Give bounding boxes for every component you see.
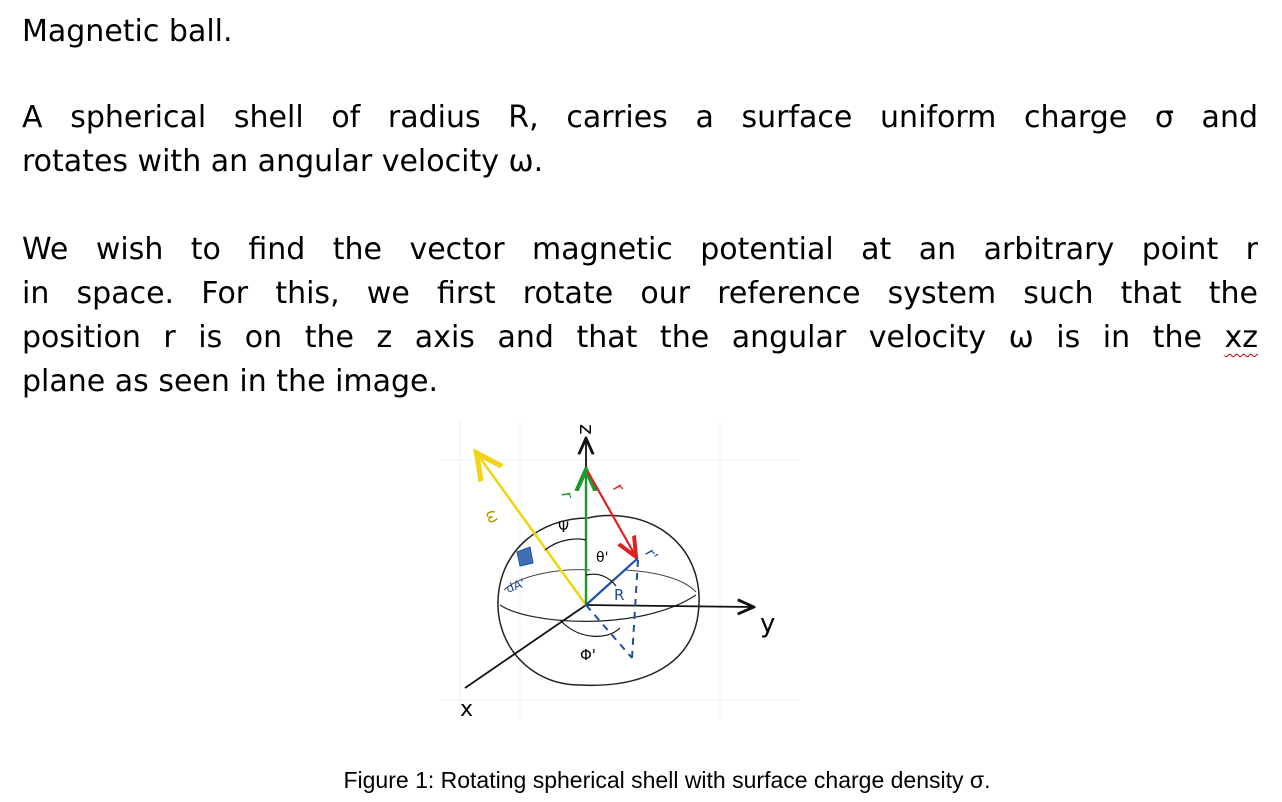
r-prime-base [585, 604, 633, 659]
paragraph-method: We wish to find the vector magnetic pote… [22, 228, 1262, 404]
r-prime-projection [631, 559, 639, 659]
figure-caption: Figure 1: Rotating spherical shell with … [0, 764, 1282, 796]
paragraph-line: We wish to find the vector magnetic pote… [22, 232, 1258, 267]
y-axis [585, 605, 752, 607]
sphere-outline [497, 514, 700, 687]
paragraph-line-with-spellcheck: position r is on the z axis and that the… [22, 316, 1258, 360]
label-phi-prime: Φ' [580, 646, 596, 664]
paragraph-line: plane as seen in the image. [22, 364, 439, 399]
paragraph-line: A spherical shell of radius R, carries a… [22, 100, 1258, 135]
label-r-prime: r' [641, 546, 662, 564]
label-r: r [557, 490, 577, 500]
surface-patch-dA [516, 546, 534, 567]
sphere-equator-back [503, 569, 591, 591]
background-grid [440, 420, 800, 720]
phi-angle-arc [561, 621, 621, 637]
theta-angle-arc [585, 573, 617, 587]
label-x: x [460, 697, 473, 722]
label-z: z [575, 424, 599, 435]
psi-angle-arc [544, 538, 587, 551]
label-R: R [614, 586, 624, 604]
label-r-difference: r [609, 480, 629, 496]
rotating-sphere-diagram: z y x ω r r r' R Ψ θ' Φ' dA' [440, 420, 800, 722]
r-difference-vector [587, 471, 635, 555]
document-title: Magnetic ball. [22, 14, 233, 49]
paragraph-problem-statement: A spherical shell of radius R, carries a… [22, 96, 1262, 184]
paragraph-line: rotates with an angular velocity ω. [22, 144, 544, 179]
paragraph-line: in space. For this, we first rotate our … [22, 276, 1258, 311]
omega-vector [478, 455, 588, 606]
label-y: y [760, 609, 775, 639]
label-dA-prime: dA' [504, 576, 527, 596]
paragraph-line-text: position r is on the z axis and that the… [22, 320, 1202, 355]
x-axis [464, 604, 587, 689]
label-theta-prime: θ' [596, 550, 608, 566]
label-psi: Ψ [558, 520, 569, 536]
figure-caption-text: Figure 1: Rotating spherical shell with … [343, 767, 991, 793]
label-omega: ω [482, 507, 504, 526]
spellcheck-flagged-word: xz [1224, 320, 1258, 355]
